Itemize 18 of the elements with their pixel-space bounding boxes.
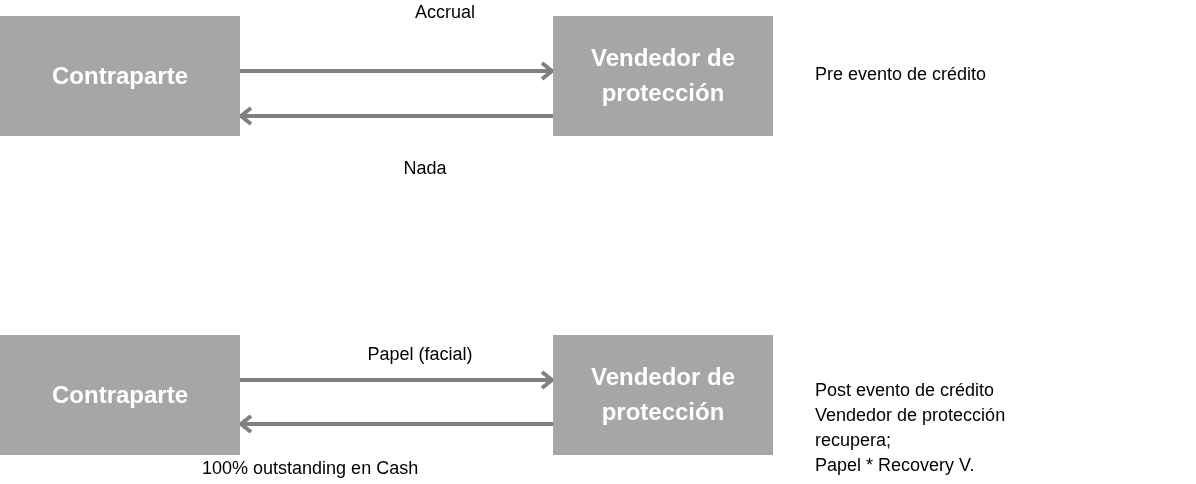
- box-label: Contraparte: [51, 60, 189, 91]
- arrow: [240, 370, 554, 390]
- arrow: [239, 106, 553, 126]
- box-label: Vendedor de protección: [589, 43, 736, 108]
- note-text: Pre evento de crédito: [815, 63, 988, 86]
- process-box: [553, 335, 773, 455]
- note-text: Papel * Recovery V.: [815, 454, 976, 477]
- box-label: Vendedor de protección: [589, 362, 736, 427]
- arrow: [240, 61, 554, 81]
- edge-label: 100% outstanding en Cash: [202, 458, 419, 479]
- arrow: [239, 414, 553, 434]
- process-box: [0, 335, 240, 455]
- process-box: [553, 16, 773, 136]
- note-text: Vendedor de protección recupera;: [815, 404, 1007, 452]
- note-text: Post evento de crédito: [815, 379, 996, 402]
- box-label: Contraparte: [51, 379, 189, 410]
- process-box: [0, 16, 240, 136]
- edge-label: Papel (facial): [367, 344, 473, 365]
